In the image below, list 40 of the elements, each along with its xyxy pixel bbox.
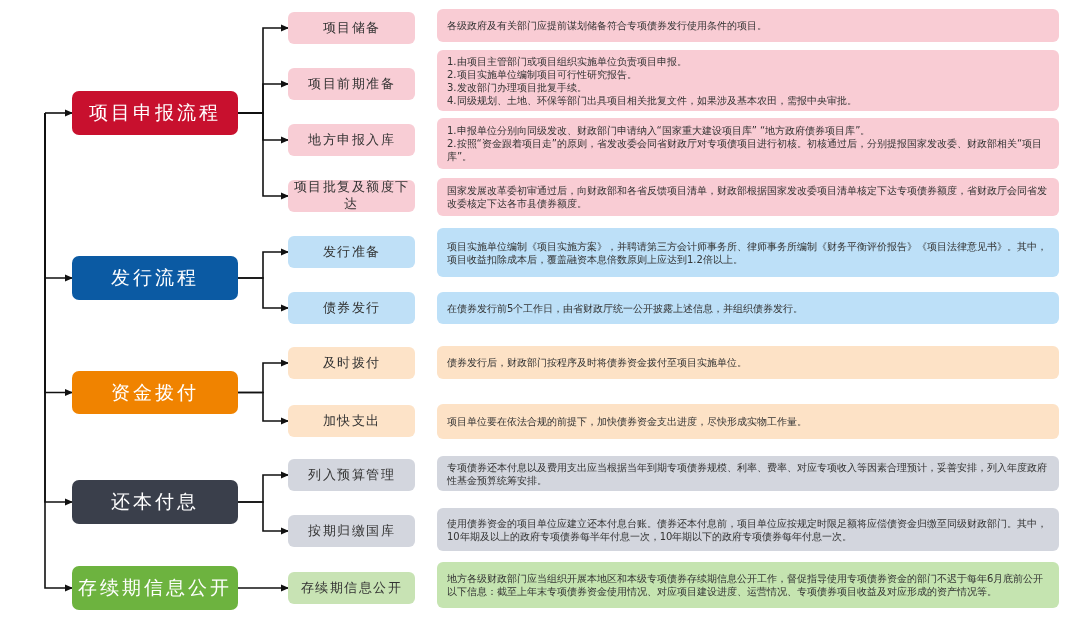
stage-box: 资金拨付 (72, 371, 238, 414)
description-box: 项目单位要在依法合规的前提下，加快债券资金支出进度，尽快形成实物工作量。 (437, 404, 1059, 439)
description-line: 1.由项目主管部门或项目组织实施单位负责项目申报。 (447, 54, 688, 68)
step-box: 发行准备 (288, 236, 415, 268)
step-box: 及时拨付 (288, 347, 415, 379)
arrow (237, 391, 289, 425)
description-line: 4.同级规划、土地、环保等部门出具项目相关批复文件，如果涉及基本农田，需报中央审批。 (447, 93, 858, 107)
arrow (237, 277, 289, 312)
description-line: 3.发改部门办理项目批复手续。 (447, 80, 588, 94)
step-box: 地方申报入库 (288, 124, 415, 156)
description-line: 2.按照“资金跟着项目走”的原则，省发改委会同省财政厅对专项债项目进行初核。初核通过后，分别提报国家发改委、财政部相关“项目库”。 (447, 137, 1044, 163)
step-box: 债券发行 (288, 292, 415, 324)
description-box: 专项债券还本付息以及费用支出应当根据当年到期专项债券规模、利率、费率、对应专项收入等因素合理预计，妥善安排，列入年度政府性基金预算统筹安排。 (437, 456, 1059, 491)
step-box: 项目前期准备 (288, 68, 415, 100)
description-box: 地方各级财政部门应当组织开展本地区和本级专项债券存续期信息公开工作，督促指导使用专项债券资金的部门不迟于每年6月底前公开以下信息：截至上年末专项债券资金使用情况、对应项目建设进度、运营情况、专项债券项目收益及对应形成的资产情况等。 (437, 562, 1059, 608)
step-box: 按期归缴国库 (288, 515, 415, 547)
step-box: 存续期信息公开 (288, 572, 415, 604)
stage-box: 还本付息 (72, 480, 238, 524)
step-box: 列入预算管理 (288, 459, 415, 491)
arrow (237, 584, 289, 592)
arrow (237, 112, 289, 200)
arrow (44, 112, 73, 592)
description-box (437, 118, 1059, 169)
description-box: 项目实施单位编制《项目实施方案》，并聘请第三方会计师事务所、律师事务所编制《财务平衡评价报告》《项目法律意见书》。其中，项目收益扣除成本后，覆盖融资本息倍数原则上应达到1.2倍以上。 (437, 228, 1059, 277)
description-line: 1.申报单位分别向同级发改、财政部门申请纳入“国家重大建设项目库” “地方政府债券项目库”。 (447, 124, 872, 137)
stage-box: 项目申报流程 (72, 91, 238, 135)
description-box: 各级政府及有关部门应提前谋划储备符合专项债券发行使用条件的项目。 (437, 9, 1059, 42)
step-box: 项目储备 (288, 12, 415, 44)
description-box: 使用债券资金的项目单位应建立还本付息台账。债券还本付息前，项目单位应按规定时限足额将应偿债资金归缴至同级财政部门。其中，10年期及以上的政府专项债券每半年付息一次，10年期以下的政府专项债券每年付息一次。 (437, 508, 1059, 551)
step-box: 加快支出 (288, 405, 415, 437)
step-box: 项目批复及额度下达 (288, 180, 415, 212)
arrow (237, 501, 289, 535)
description-box: 国家发展改革委初审通过后，向财政部和各省反馈项目清单，财政部根据国家发改委项目清单核定下达专项债券额度，省财政厅会同省发改委核定下达各市县债券额度。 (437, 178, 1059, 216)
stage-box: 存续期信息公开 (72, 566, 238, 610)
description-box: 债券发行后，财政部门按程序及时将债券资金拨付至项目实施单位。 (437, 346, 1059, 379)
description-line: 2.项目实施单位编制项目可行性研究报告。 (447, 67, 638, 81)
stage-box: 发行流程 (72, 256, 238, 300)
arrow (44, 109, 73, 117)
description-box (437, 50, 1059, 111)
description-box: 在债券发行前5个工作日，由省财政厅统一公开披露上述信息，并组织债券发行。 (437, 292, 1059, 324)
